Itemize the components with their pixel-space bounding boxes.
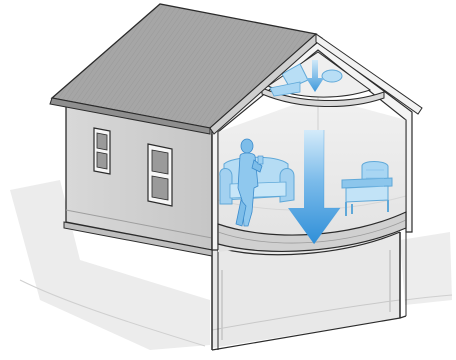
window-left xyxy=(94,128,110,174)
window-right xyxy=(148,144,172,206)
